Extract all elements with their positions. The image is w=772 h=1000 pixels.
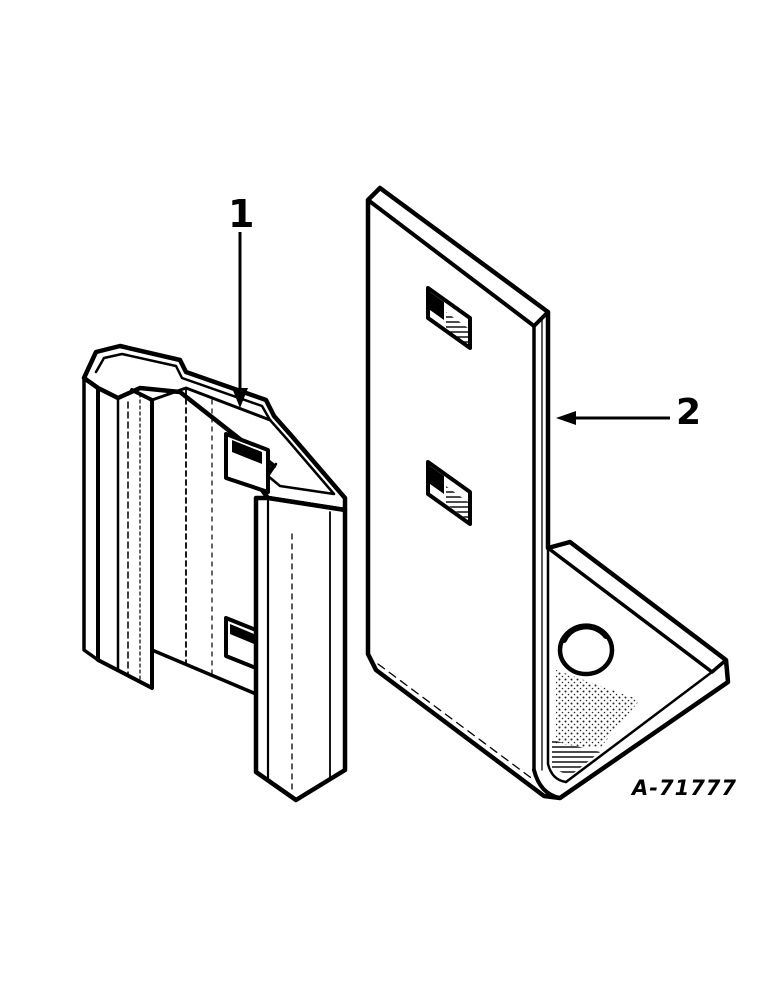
callout-2-leader: [556, 411, 670, 425]
web-slot-upper: [224, 432, 270, 494]
part-2-angle-bracket: [365, 185, 731, 801]
callout-label-2: 2: [676, 392, 702, 433]
part-1-channel-bracket: [81, 343, 348, 803]
callout-label-1: 1: [228, 192, 255, 236]
callout-1-leader: [232, 232, 248, 408]
round-hole: [557, 623, 615, 677]
square-hole-lower: [426, 460, 472, 526]
square-hole-upper: [426, 286, 472, 350]
web-slot-lower: [224, 616, 258, 670]
illustration-reference-code: A-71777: [632, 776, 738, 800]
